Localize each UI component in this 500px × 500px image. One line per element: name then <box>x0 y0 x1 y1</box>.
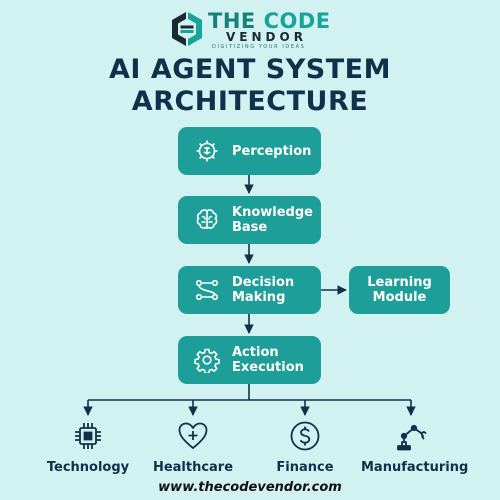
category-technology-label: Technology <box>46 460 130 475</box>
perception-label: Perception <box>232 143 312 159</box>
logo-mark-icon <box>168 10 204 48</box>
chip-icon <box>75 423 101 449</box>
heart-plus-icon <box>178 422 208 449</box>
decision-making-box: Decision Making <box>178 266 321 314</box>
gear-icon <box>194 348 220 373</box>
title-line-1: AI AGENT SYSTEM <box>109 54 391 85</box>
logo-tagline: DIGITIZING YOUR IDEAS <box>212 44 306 50</box>
decision-flow-icon <box>195 279 219 301</box>
logo-text-code: CODE <box>263 9 331 33</box>
learning-module-box: Learning Module <box>349 266 450 314</box>
dollar-coin-icon <box>290 421 320 451</box>
decision-making-label: Decision Making <box>232 275 295 305</box>
knowledge-base-box: Knowledge Base <box>178 196 321 244</box>
category-manufacturing-label: Manufacturing <box>361 460 469 475</box>
footer-url[interactable]: www.thecodevendor.com <box>158 480 342 495</box>
robot-arm-icon <box>397 424 427 451</box>
logo-text: THE CODE <box>208 9 331 33</box>
logo-text-the: THE <box>208 9 264 33</box>
action-execution-box: Action Execution <box>178 336 321 384</box>
logo-text-vendor: VENDOR <box>226 30 307 44</box>
gear-brain-icon <box>196 140 218 162</box>
knowledge-base-label: Knowledge Base <box>232 205 313 235</box>
brain-icon <box>196 209 218 229</box>
perception-box: Perception <box>178 127 321 175</box>
category-finance-label: Finance <box>276 460 334 475</box>
learning-module-label: Learning Module <box>367 275 432 305</box>
action-execution-label: Action Execution <box>232 345 304 375</box>
title-line-2: ARCHITECTURE <box>131 86 369 117</box>
category-healthcare-label: Healthcare <box>152 460 234 475</box>
